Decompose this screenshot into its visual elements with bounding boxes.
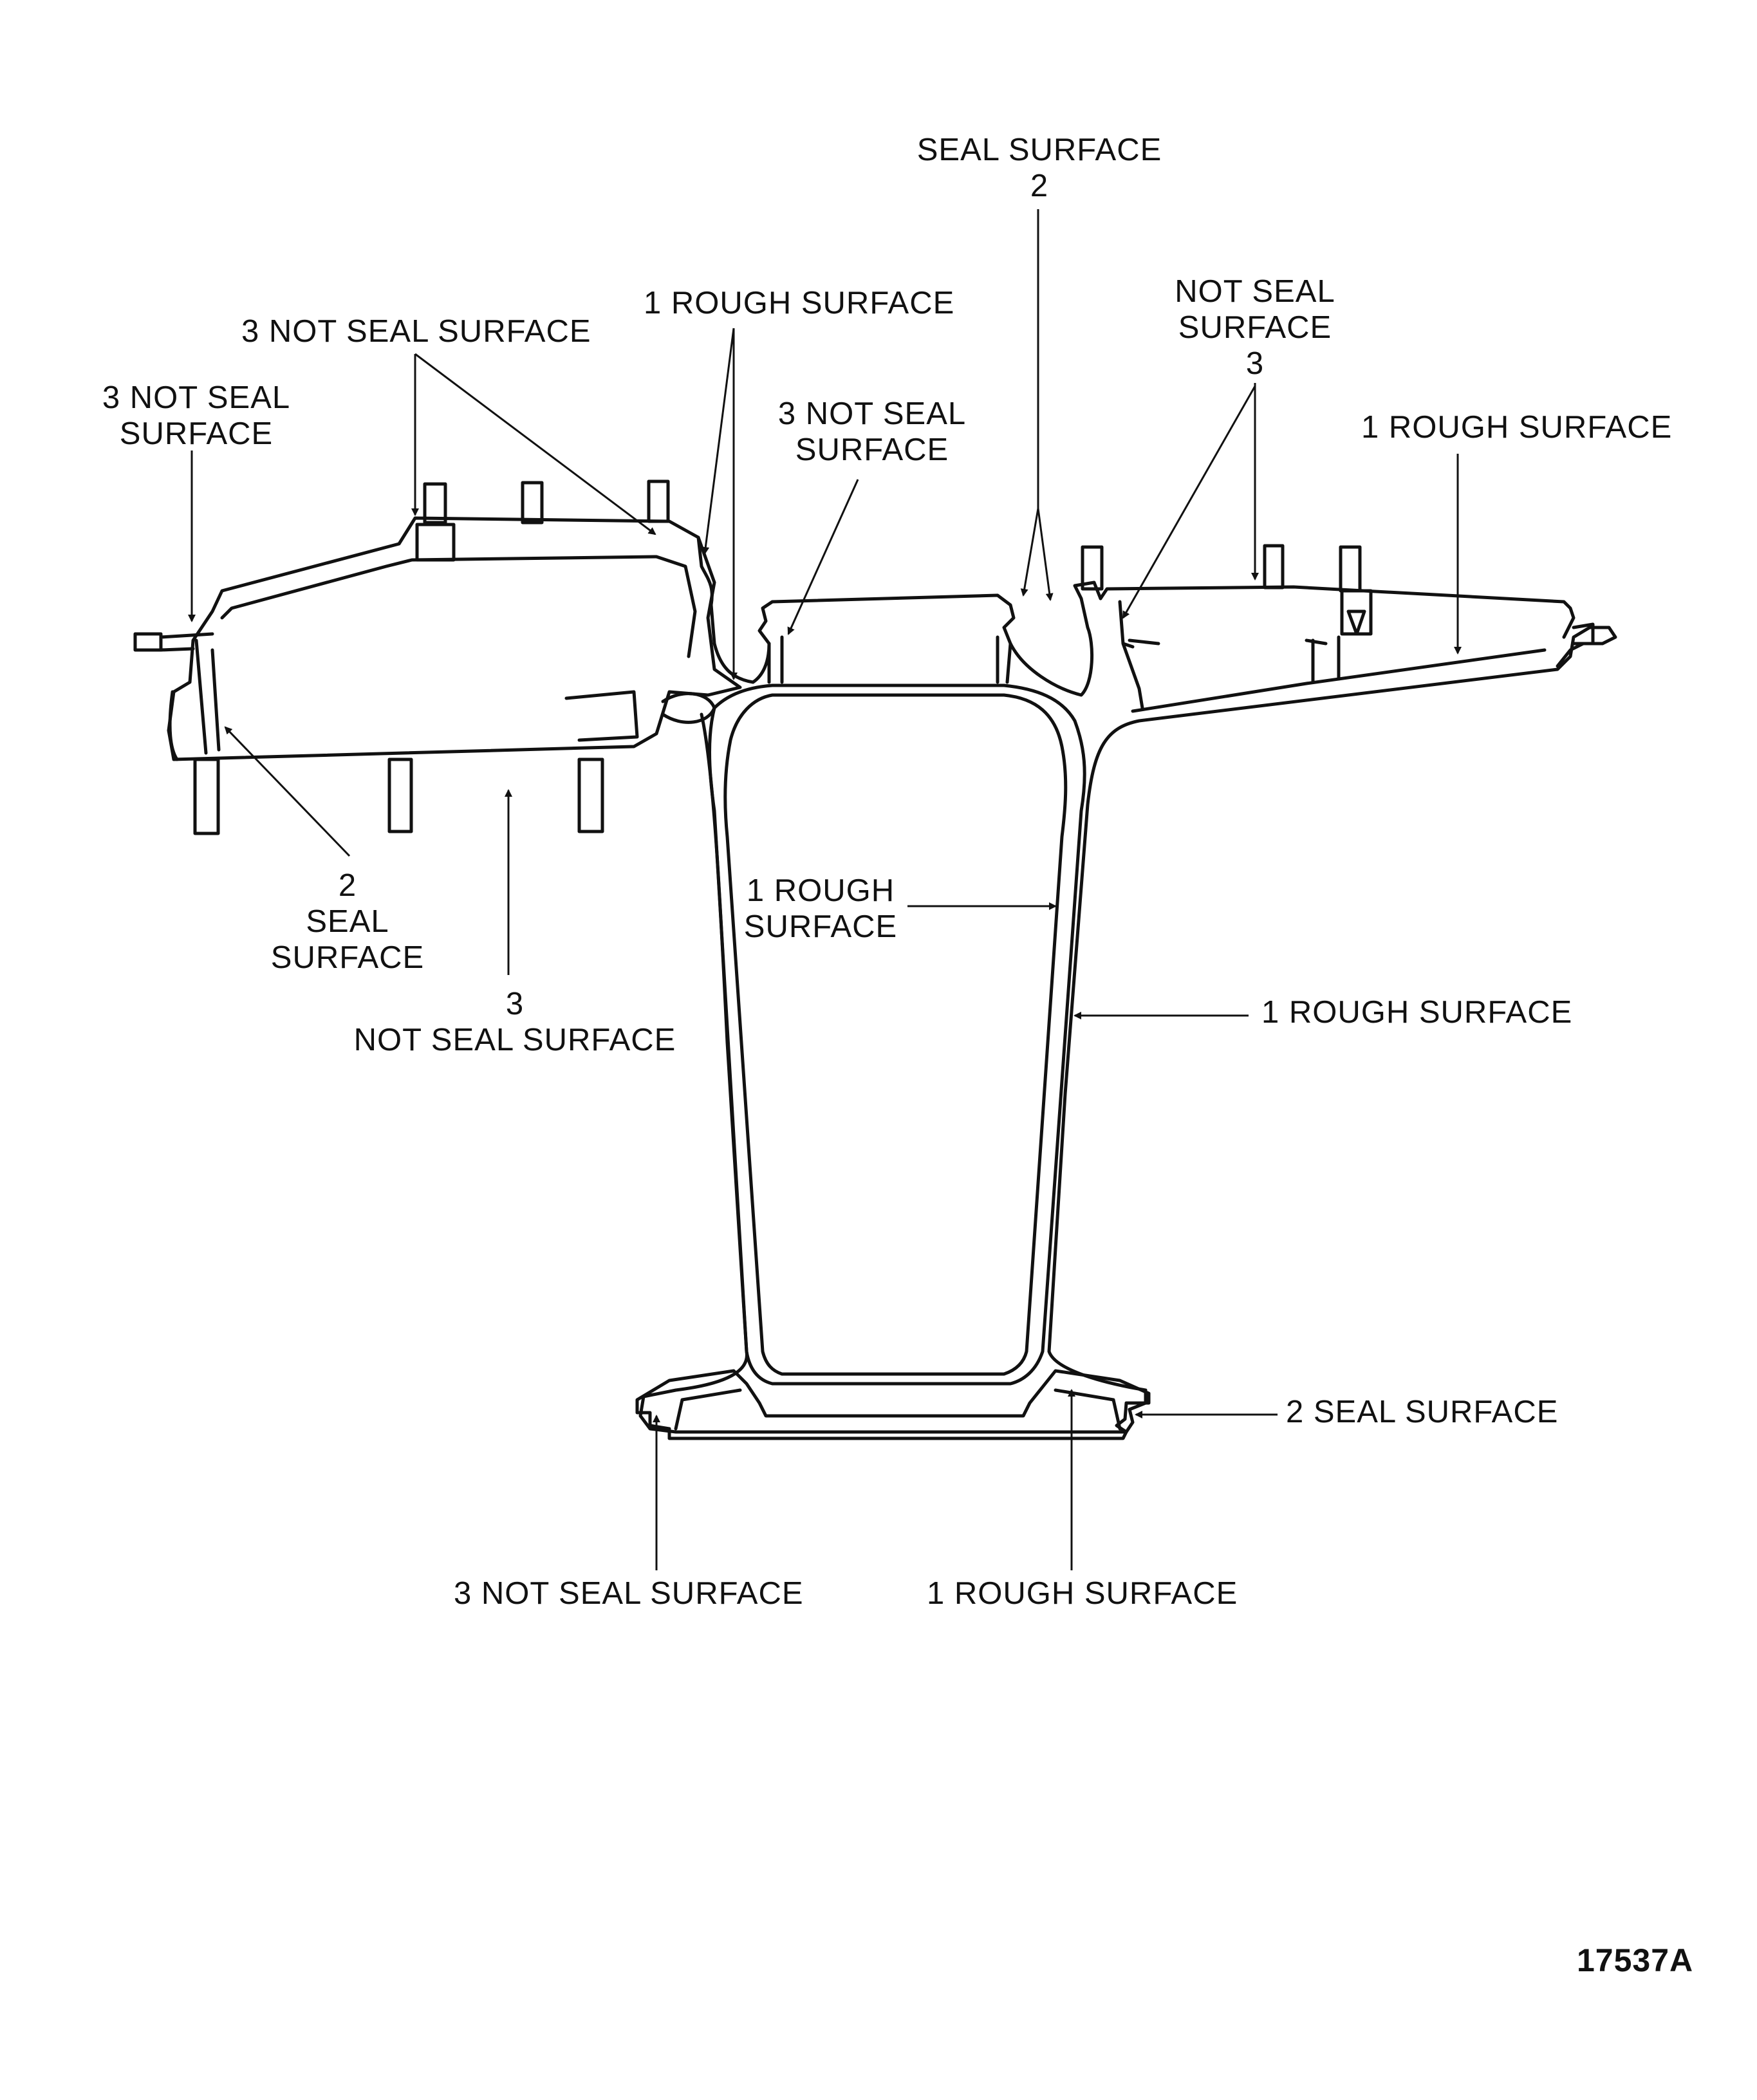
label-line: 3: [505, 987, 525, 1021]
label-line: 1 ROUGH SURFACE: [1361, 410, 1673, 445]
leader-lines: [188, 209, 1462, 1570]
left-tip: [133, 632, 214, 652]
label-line: SEAL: [306, 904, 389, 939]
center-web-inner: [708, 683, 1086, 1386]
label-rough-top: 1 ROUGH SURFACE: [644, 285, 954, 321]
label-not-seal-bottom: 3 NOT SEAL SURFACE: [454, 1575, 804, 1612]
right-flange-taper: [1131, 648, 1547, 713]
stud-left-bottom-1: [193, 757, 220, 835]
left-neck: [696, 535, 771, 684]
label-not-seal-far-left: 3 NOT SEAL SURFACE: [90, 380, 302, 452]
stud-left-bottom-3: [577, 757, 604, 833]
center-top-box: [758, 593, 1016, 684]
figure-number: 17537A: [1577, 1942, 1693, 1978]
figure-number-text: 17537A: [1577, 1942, 1694, 1978]
stud-right-2: [1263, 544, 1285, 590]
label-rough-bottom: 1 ROUGH SURFACE: [927, 1575, 1238, 1612]
left-boss: [168, 690, 179, 761]
stud-right-3: [1339, 545, 1362, 593]
label-line: 1 ROUGH SURFACE: [927, 1576, 1238, 1611]
label-seal-bottom-right: 2 SEAL SURFACE: [1286, 1394, 1558, 1430]
stud-right-1: [1081, 545, 1104, 591]
label-line: NOT SEAL: [1175, 274, 1335, 309]
bottom-flange: [635, 1369, 1151, 1440]
label-line: 2 SEAL SURFACE: [1286, 1395, 1559, 1429]
label-line: 1 ROUGH SURFACE: [1261, 995, 1573, 1030]
stud-left-2: [521, 481, 544, 525]
right-neck: [1009, 581, 1102, 697]
left-pocket: [564, 690, 639, 742]
right-flange-top: [1099, 585, 1576, 639]
label-line: 2: [338, 868, 357, 903]
left-flange-inner: [220, 555, 697, 658]
right-inner-rib: [1128, 638, 1328, 646]
label-not-seal-top-left: 3 NOT SEAL SURFACE: [241, 313, 591, 349]
label-line: SURFACE: [270, 940, 425, 975]
label-line: 3 NOT SEAL SURFACE: [454, 1576, 804, 1611]
left-lug: [661, 692, 716, 724]
label-line: 1 ROUGH SURFACE: [644, 286, 955, 321]
casting-outline: [133, 479, 1617, 1440]
center-web-core: [723, 693, 1068, 1376]
label-not-seal-center: 3 NOT SEAL SURFACE: [766, 396, 978, 468]
label-seal-surface-top: SEAL SURFACE 2: [898, 132, 1181, 204]
stud-left-3: [647, 479, 670, 523]
label-seal-left-bottom: 2 SEAL SURFACE: [257, 868, 438, 976]
right-tip: [1572, 622, 1595, 646]
stud-left-bottom-2: [387, 757, 413, 833]
label-line: SURFACE: [743, 909, 898, 944]
label-line: 3: [1245, 346, 1265, 381]
label-line: 1 ROUGH: [746, 873, 895, 908]
label-rough-right: 1 ROUGH SURFACE: [1361, 409, 1672, 445]
label-line: 2: [1030, 169, 1049, 203]
label-line: 3 NOT SEAL: [777, 396, 967, 431]
label-line: 3 NOT SEAL SURFACE: [241, 314, 591, 349]
right-flange-inner: [1118, 600, 1144, 710]
label-not-seal-left-bottom: 3 NOT SEAL SURFACE: [348, 986, 682, 1058]
label-rough-inner: 1 ROUGH SURFACE: [727, 873, 914, 945]
label-line: SEAL SURFACE: [916, 133, 1162, 167]
label-line: SURFACE: [1178, 310, 1332, 345]
left-flange-lower-rib: [194, 638, 221, 755]
label-line: SURFACE: [795, 432, 949, 467]
stud-left-1: [423, 482, 447, 525]
label-not-seal-right-top: NOT SEAL SURFACE 3: [1158, 274, 1352, 382]
label-rough-outer: 1 ROUGH SURFACE: [1261, 994, 1572, 1030]
label-line: 3 NOT SEAL: [102, 380, 291, 415]
label-line: SURFACE: [119, 416, 274, 451]
label-line: NOT SEAL SURFACE: [353, 1023, 676, 1057]
